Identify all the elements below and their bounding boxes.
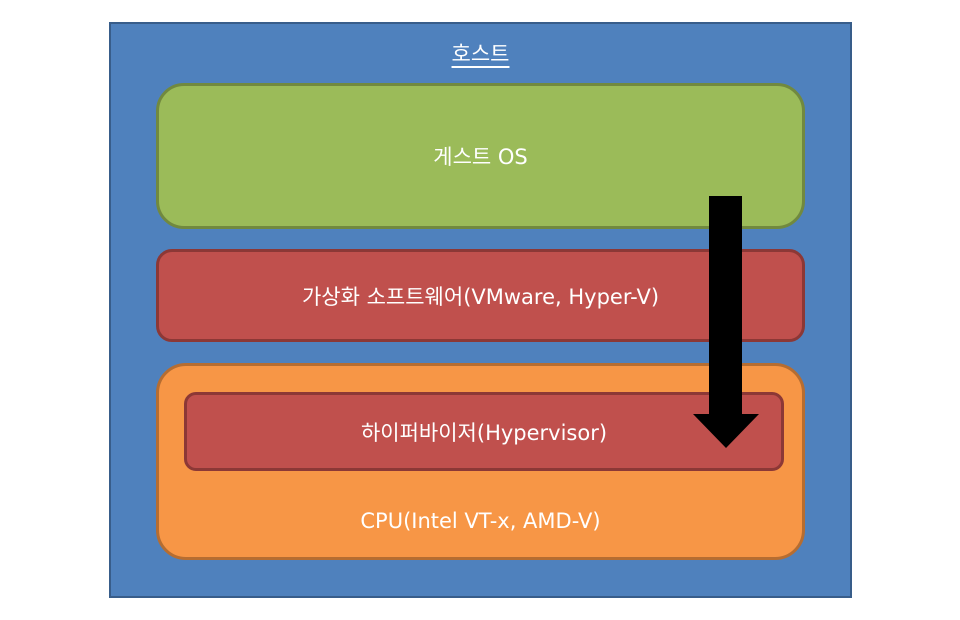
arrow-head [693, 414, 759, 448]
virtualization-software-label: 가상화 소프트웨어(VMware, Hyper-V) [301, 284, 660, 309]
cpu-label: CPU(Intel VT-x, AMD-V) [360, 509, 601, 533]
hypervisor-label: 하이퍼바이저(Hypervisor) [360, 420, 608, 445]
guest-os-box: 게스트 OS [156, 83, 805, 229]
guest-os-label: 게스트 OS [433, 145, 528, 169]
arrow-shaft [709, 196, 742, 415]
virtualization-software-box: 가상화 소프트웨어(VMware, Hyper-V) [156, 249, 805, 342]
host-label: 호스트 [451, 42, 510, 66]
hypervisor-box: 하이퍼바이저(Hypervisor) [184, 392, 784, 471]
